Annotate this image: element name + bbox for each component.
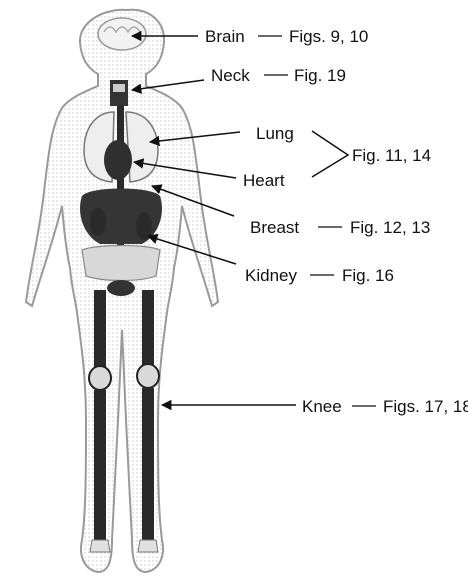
right-femur-shape <box>142 290 154 372</box>
kidney-label: Kidney <box>245 266 297 285</box>
pelvis-shape <box>82 246 160 281</box>
left-femur-shape <box>94 290 106 372</box>
right-knee-shape <box>137 364 159 388</box>
brain-fig-label: Figs. 9, 10 <box>289 27 368 46</box>
knee-fig-label: Figs. 17, 18 <box>383 397 468 416</box>
left-shin-shape <box>94 390 106 540</box>
kidney-fig-label: Fig. 16 <box>342 266 394 285</box>
left-knee-shape <box>89 366 111 390</box>
right-foot-shape <box>138 540 158 552</box>
heart-shape <box>104 140 132 180</box>
left-foot-shape <box>90 540 110 552</box>
neck-fig-label: Fig. 19 <box>294 66 346 85</box>
knee-label: Knee <box>302 397 342 416</box>
lung-heart-bracket <box>312 131 348 177</box>
brain-label: Brain <box>205 27 245 46</box>
neck-shape <box>110 80 128 106</box>
lung-heart-fig-label: Fig. 11, 14 <box>352 146 431 165</box>
neck-label: Neck <box>211 66 250 85</box>
lung-label: Lung <box>256 124 294 143</box>
brain-shape <box>98 18 146 50</box>
breast-label: Breast <box>250 218 299 237</box>
left-kidney-shape <box>90 208 106 236</box>
heart-label: Heart <box>243 171 285 190</box>
breast-fig-label: Fig. 12, 13 <box>350 218 430 237</box>
right-shin-shape <box>142 388 154 540</box>
